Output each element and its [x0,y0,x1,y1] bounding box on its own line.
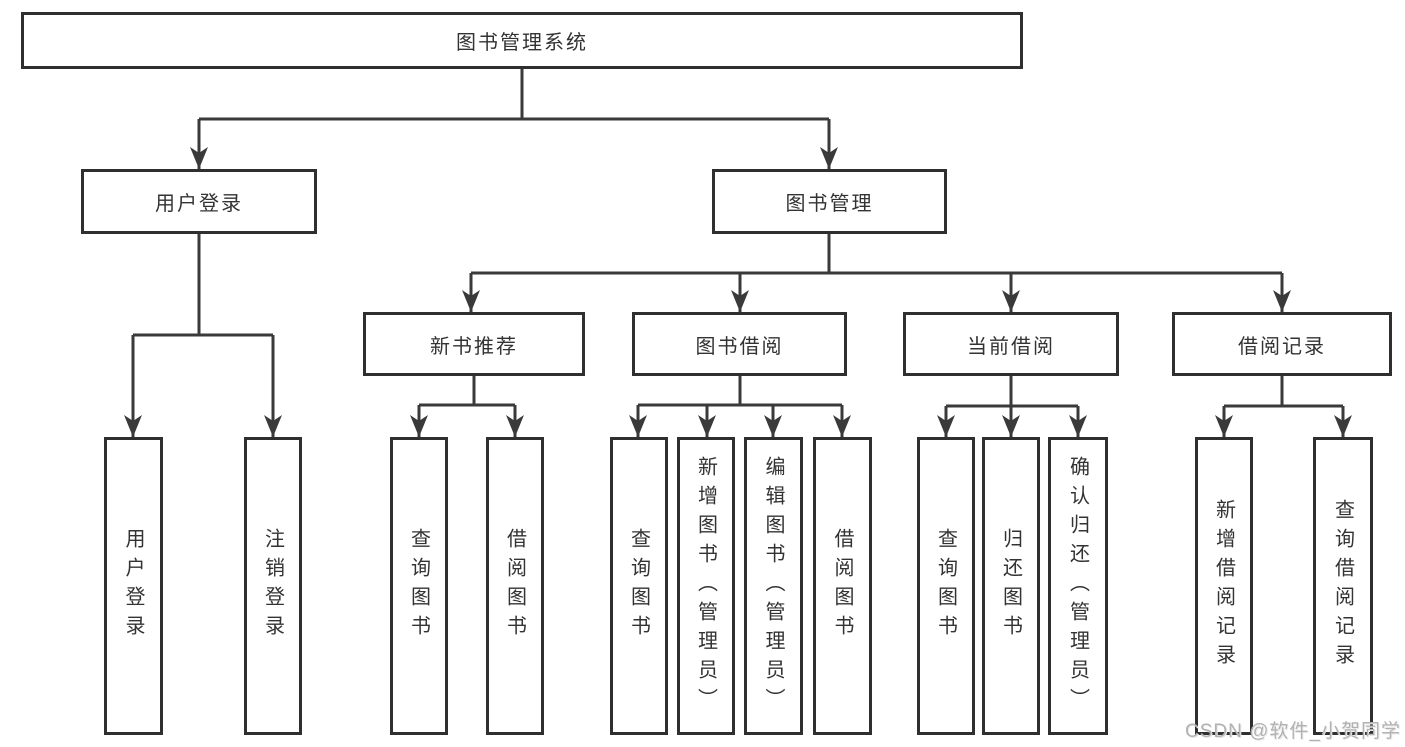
leaf-query-books-1: 查询图书 [390,437,448,735]
leaf-query-books-3: 查询图书 [917,437,975,735]
leaf-query-borrow-record: 查询借阅记录 [1313,437,1373,735]
leaf-edit-books-admin: 编辑图书（管理员） [744,437,803,735]
leaf-borrow-books-2: 借阅图书 [813,437,872,735]
leaf-logout: 注销登录 [244,437,302,735]
leaf-confirm-return-admin: 确认归还（管理员） [1048,437,1108,735]
leaf-user-login: 用户登录 [104,437,163,735]
node-borrowing-records: 借阅记录 [1172,312,1392,376]
node-user-login: 用户登录 [81,169,317,234]
leaf-borrow-books-1: 借阅图书 [486,437,544,735]
leaf-add-books-admin: 新增图书（管理员） [677,437,735,735]
leaf-add-borrow-record: 新增借阅记录 [1195,437,1253,735]
node-root: 图书管理系统 [21,12,1023,69]
csdn-watermark: CSDN @软件_小贺同学 [1185,721,1401,742]
leaf-return-books: 归还图书 [982,437,1040,735]
node-book-borrowing: 图书借阅 [632,312,847,376]
node-book-management: 图书管理 [712,169,947,234]
leaf-query-books-2: 查询图书 [610,437,668,735]
node-new-book-recommend: 新书推荐 [363,312,585,376]
node-current-borrowing: 当前借阅 [903,312,1119,376]
